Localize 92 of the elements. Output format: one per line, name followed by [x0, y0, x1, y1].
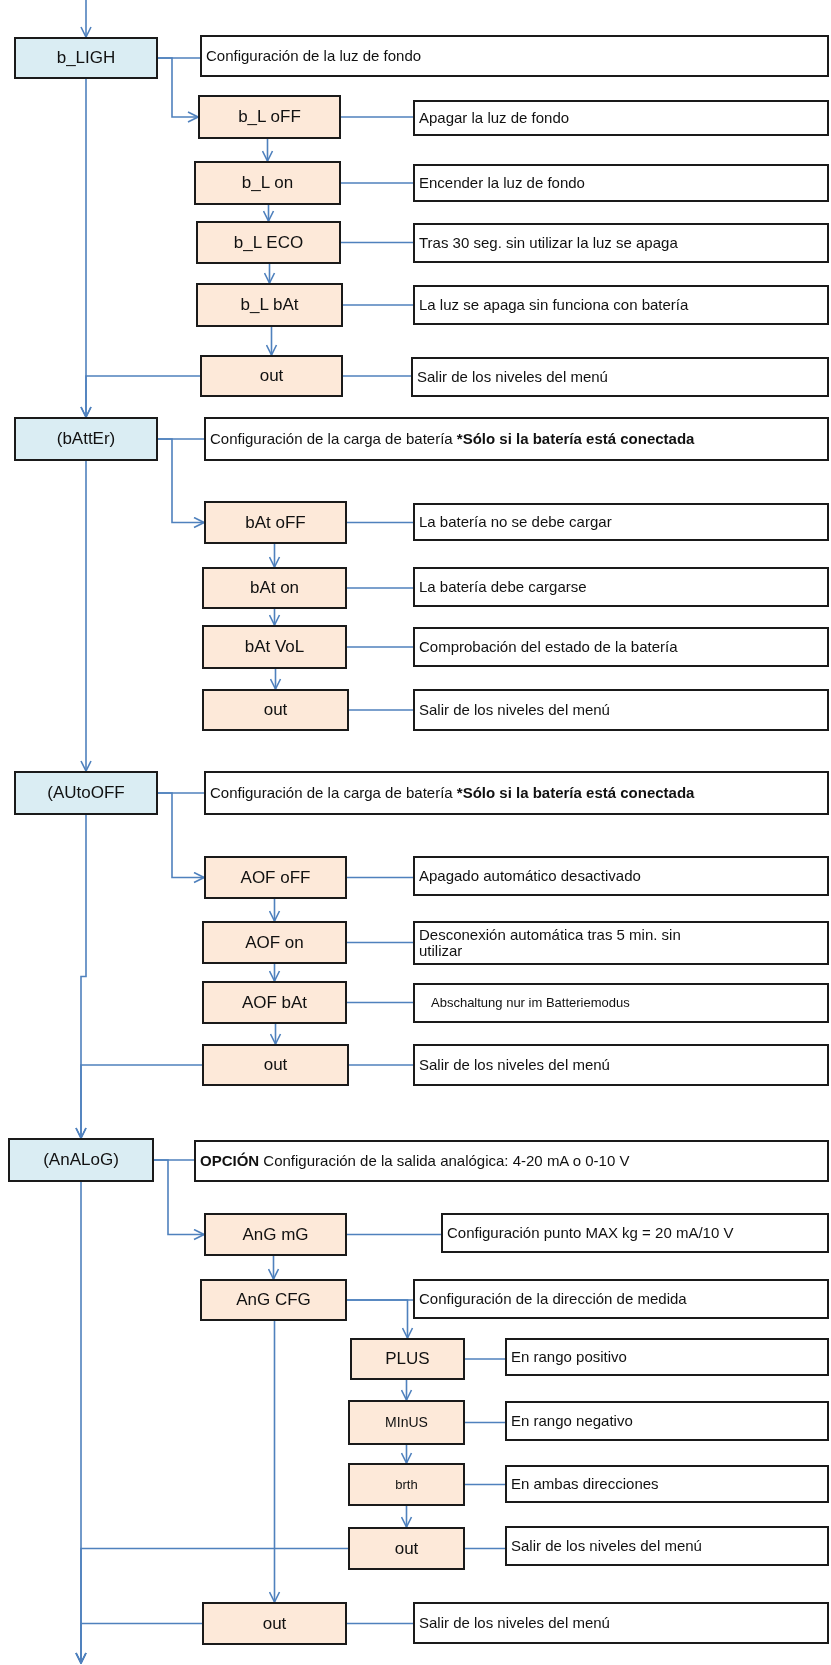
- option-box: b_L oFF: [198, 95, 341, 139]
- description-box: Salir de los niveles del menú: [411, 357, 829, 397]
- option-box: AnG mG: [204, 1213, 347, 1256]
- option-box: bAt oFF: [204, 501, 347, 544]
- description-box: La batería no se debe cargar: [413, 503, 829, 541]
- option-box: AOF on: [202, 921, 347, 964]
- arrow: [80, 375, 201, 418]
- connector-line: [346, 1001, 414, 1004]
- connector-line: [346, 587, 414, 589]
- arrow: [261, 138, 274, 162]
- description-box: En rango negativo: [505, 1401, 829, 1441]
- option-box: bAt on: [202, 567, 347, 609]
- connector-line: [346, 1233, 442, 1236]
- connector-line: [464, 1483, 506, 1486]
- connector-line: [342, 304, 414, 306]
- option-box: AnG CFG: [200, 1279, 347, 1321]
- arrow: [268, 543, 281, 568]
- description-box: Configuración de la carga de batería *Sólo si la batería está conectada: [204, 771, 829, 815]
- connector-line: [348, 709, 414, 711]
- arrow: [80, 460, 92, 772]
- arrow: [268, 608, 281, 626]
- connector-line: [346, 1622, 414, 1625]
- description-box: Comprobación del estado de la batería: [413, 627, 829, 667]
- arrow: [157, 438, 205, 529]
- option-box: out: [202, 689, 349, 731]
- arrow: [262, 204, 275, 222]
- arrow: [400, 1379, 413, 1401]
- arrow: [268, 898, 281, 922]
- connector-line: [346, 941, 414, 944]
- description-box: Desconexión automática tras 5 min. sin utilizar: [413, 921, 829, 965]
- connector-line: [342, 375, 412, 377]
- description-box: Configuración de la dirección de medida: [413, 1279, 829, 1319]
- arrow: [267, 1255, 280, 1280]
- description-box: Salir de los niveles del menú: [505, 1526, 829, 1566]
- option-box: MInUS: [348, 1400, 465, 1445]
- arrow: [269, 668, 282, 690]
- menu-box: (bAttEr): [14, 417, 158, 461]
- option-box: b_L ECO: [196, 221, 341, 264]
- option-box: out: [348, 1527, 465, 1570]
- arrow: [346, 1299, 414, 1339]
- description-box: La batería debe cargarse: [413, 567, 829, 607]
- connector-line: [340, 182, 414, 184]
- option-box: b_L bAt: [196, 283, 343, 327]
- arrow: [268, 963, 281, 982]
- description-box: Tras 30 seg. sin utilizar la luz se apaga: [413, 223, 829, 263]
- description-box: Apagado automático desactivado: [413, 856, 829, 896]
- connector-line: [348, 1064, 414, 1066]
- description-box: OPCIÓN Configuración de la salida analógica: 4-20 mA o 0-10 V: [194, 1140, 829, 1182]
- description-box: Configuración de la luz de fondo: [200, 35, 829, 77]
- arrow: [263, 263, 276, 284]
- option-box: out: [202, 1602, 347, 1645]
- description-box: Abschaltung nur im Batteriemodus: [413, 983, 829, 1023]
- arrow: [153, 1159, 205, 1241]
- option-box: bAt VoL: [202, 625, 347, 669]
- description-box: Salir de los niveles del menú: [413, 689, 829, 731]
- description-box: Configuración punto MAX kg = 20 mA/10 V: [441, 1213, 829, 1253]
- connector-line: [464, 1358, 506, 1360]
- connector-line: [464, 1421, 506, 1424]
- menu-box: b_LIGH: [14, 37, 158, 79]
- arrow: [400, 1444, 413, 1464]
- menu-box: (AUtoOFF: [14, 771, 158, 815]
- description-box: Encender la luz de fondo: [413, 164, 829, 202]
- option-box: b_L on: [194, 161, 341, 205]
- option-box: out: [202, 1044, 349, 1086]
- option-box: AOF oFF: [204, 856, 347, 899]
- arrow: [75, 1064, 203, 1139]
- description-box: Salir de los niveles del menú: [413, 1044, 829, 1086]
- arrow: [268, 1320, 281, 1603]
- connector-line: [340, 241, 414, 244]
- arrow: [80, 0, 92, 38]
- arrow: [157, 57, 199, 123]
- connector-line: [346, 876, 414, 879]
- description-box: Configuración de la carga de batería *Sólo si la batería está conectada: [204, 417, 829, 461]
- option-box: AOF bAt: [202, 981, 347, 1024]
- connector-line: [340, 116, 414, 118]
- connector-line: [346, 521, 414, 524]
- arrow: [265, 326, 278, 356]
- description-box: La luz se apaga sin funciona con batería: [413, 285, 829, 325]
- option-box: brth: [348, 1463, 465, 1506]
- arrow: [269, 1023, 282, 1045]
- description-box: Apagar la luz de fondo: [413, 100, 829, 136]
- connector-line: [464, 1547, 506, 1550]
- arrow: [157, 792, 205, 884]
- connector-line: [346, 646, 414, 648]
- option-box: PLUS: [350, 1338, 465, 1380]
- arrow: [75, 1622, 203, 1664]
- description-box: Salir de los niveles del menú: [413, 1602, 829, 1644]
- description-box: En rango positivo: [505, 1338, 829, 1376]
- menu-box: (AnALoG): [8, 1138, 154, 1182]
- option-box: out: [200, 355, 343, 397]
- arrow: [400, 1505, 413, 1528]
- description-box: En ambas direcciones: [505, 1465, 829, 1503]
